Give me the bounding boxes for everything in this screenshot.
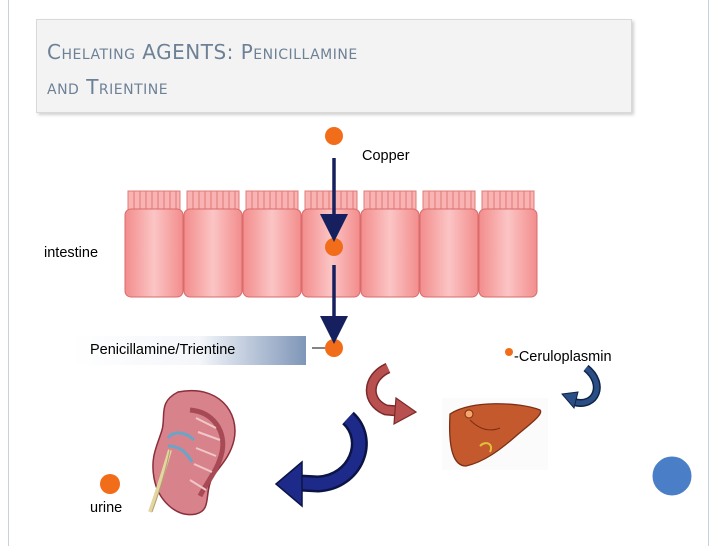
ceruloplasmin-label: -Ceruloplasmin [514, 349, 612, 365]
slide-title: Chelating AGENTS: Penicillamine and Trie… [47, 35, 617, 105]
intestine-cells [124, 190, 538, 298]
cell [183, 190, 243, 298]
urine-label: urine [90, 500, 123, 516]
blue-curved-arrow-large [274, 411, 368, 508]
cell [242, 190, 302, 298]
slide-title-line-1: Chelating AGENTS: Penicillamine [47, 40, 358, 64]
accent-circle [649, 453, 695, 499]
copper-dot-bound [325, 339, 343, 357]
chelator-box: Penicillamine/Trientine [70, 336, 306, 365]
slide-frame-right [708, 0, 709, 546]
slide-frame-left [8, 0, 9, 546]
blue-curved-arrow-small [561, 364, 601, 410]
title-box: Chelating AGENTS: Penicillamine and Trie… [36, 19, 632, 113]
copper-dot-cell [325, 238, 343, 256]
cell [478, 190, 538, 298]
liver-illustration [442, 398, 548, 470]
cell [419, 190, 479, 298]
slide-title-line-2: and Trientine [47, 75, 169, 99]
intestine-label: intestine [44, 245, 99, 261]
red-curved-arrow [365, 362, 418, 426]
copper-dot-ceruloplasmin [505, 348, 513, 356]
copper-dot-lumen [325, 127, 343, 145]
cell [360, 190, 420, 298]
chelator-label: Penicillamine/Trientine [90, 342, 236, 358]
copper-dot-urine [100, 474, 120, 494]
copper-label: Copper [362, 148, 410, 164]
cell [124, 190, 184, 298]
kidney-illustration [148, 389, 236, 516]
